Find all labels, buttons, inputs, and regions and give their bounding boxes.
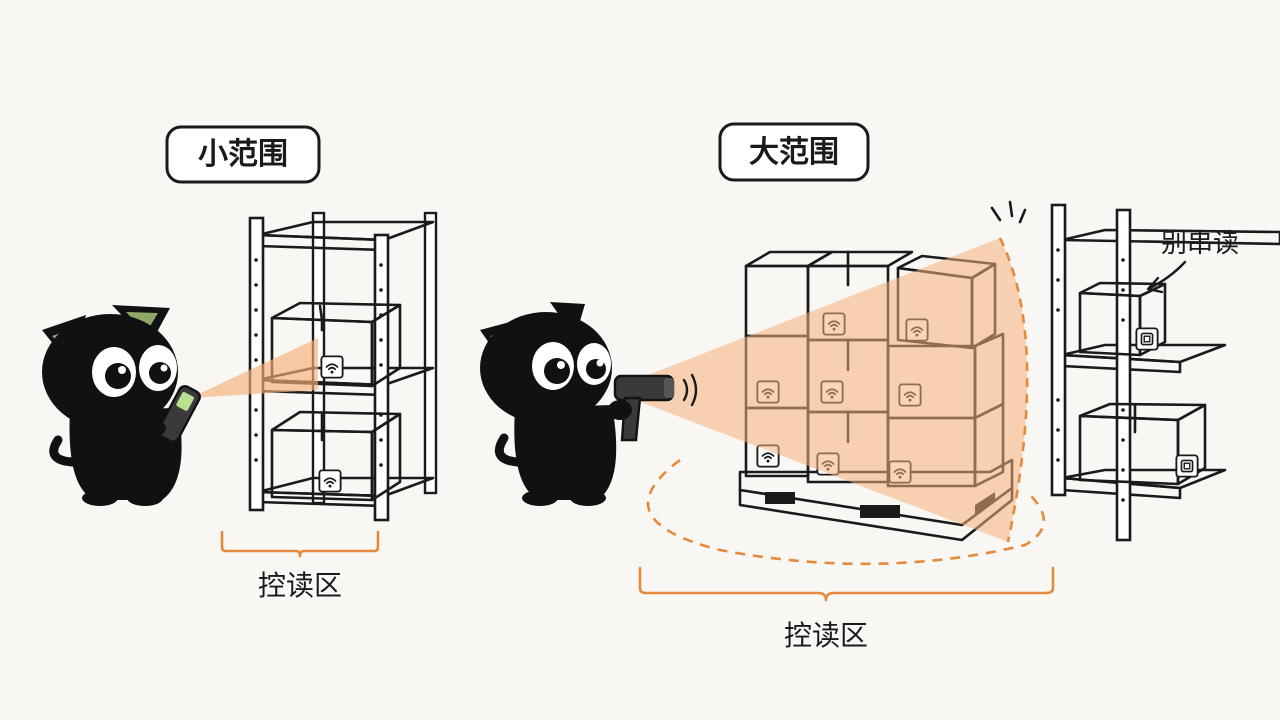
small-read-zone-brace [222,532,378,556]
small-read-zone-label: 控读区 [258,569,342,602]
note-arrow [1148,262,1185,292]
large-range-title-badge: 大范围 [720,124,868,180]
large-read-beam [630,238,1027,542]
rfid-tag-icon [319,470,340,491]
surprise-marks [992,202,1025,222]
crosstalk-warning-note: 别串读 [1161,229,1239,259]
large-range-title: 大范围 [749,135,839,170]
rfid-tag-icon [1136,328,1157,349]
black-cat-icon [480,302,616,506]
large-read-zone-brace [640,568,1053,600]
small-range-title-badge: 小范围 [167,127,319,182]
rfid-tag-icon [1176,455,1197,476]
large-read-zone-label: 控读区 [784,619,868,652]
black-cat-icon [42,305,182,506]
small-range-title: 小范围 [198,137,288,172]
rfid-tag-icon [321,356,342,377]
